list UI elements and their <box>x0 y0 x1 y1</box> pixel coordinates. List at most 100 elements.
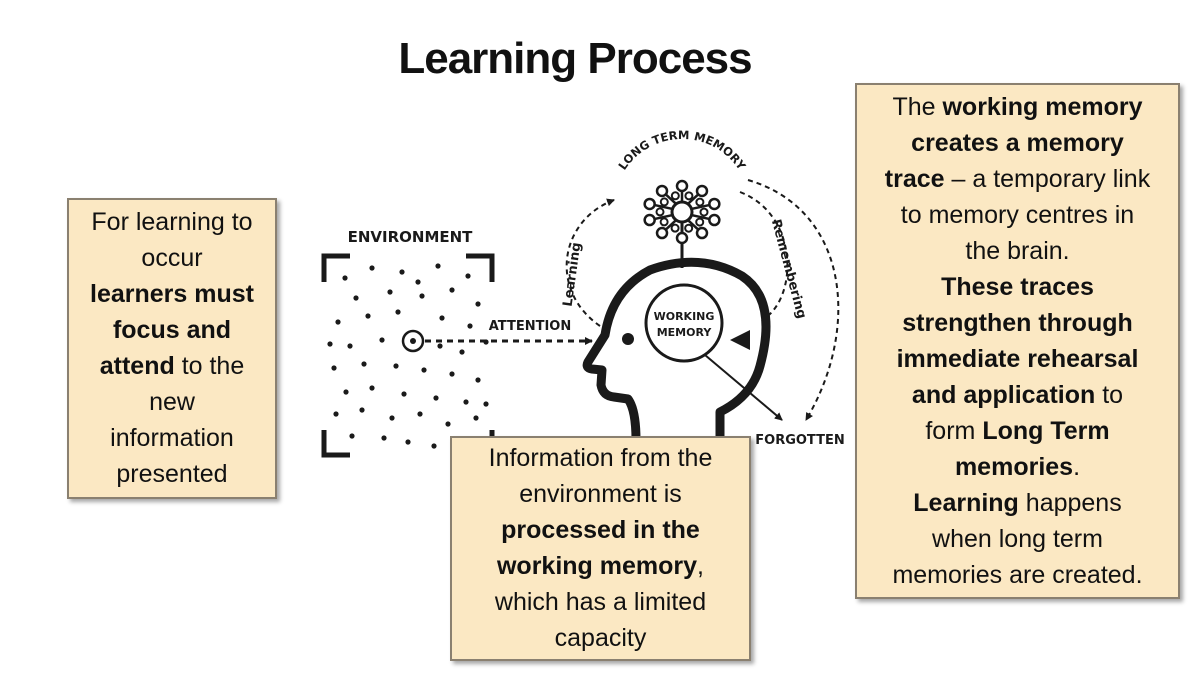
mid-line-5: which has a limited <box>494 588 707 616</box>
environment-dot <box>359 407 365 413</box>
right-line-4: to memory centres in <box>900 201 1135 229</box>
wm-forgotten-arrow <box>704 354 783 421</box>
ltm-forgotten-arrow <box>747 179 840 421</box>
right-line-11: memories. <box>954 453 1081 481</box>
left-line-2: occur <box>141 244 203 272</box>
left-line-6: new <box>149 388 195 416</box>
attention-target-icon <box>401 329 425 353</box>
environment-dot <box>463 399 469 405</box>
forgotten-label: FORGOTTEN <box>755 433 844 448</box>
environment-dot <box>399 269 405 275</box>
environment-dots <box>327 263 489 449</box>
environment-dot <box>389 415 395 421</box>
environment-dot <box>353 295 359 301</box>
environment-dot <box>431 443 437 449</box>
environment-dot <box>475 377 481 383</box>
neuron-node <box>655 207 665 217</box>
neuron-node <box>643 213 656 227</box>
environment-dot <box>437 343 443 349</box>
long-term-memory-icon <box>643 179 721 245</box>
environment-label: ENVIRONMENT <box>348 228 474 246</box>
neuron-node <box>675 231 689 245</box>
mid-line-2: environment is <box>519 480 682 508</box>
neuron-node <box>695 217 705 227</box>
environment-dot <box>369 265 375 271</box>
neuron-node <box>695 184 709 198</box>
left-line-5: attend to the <box>99 352 245 380</box>
neuron-node <box>670 223 680 233</box>
environment-dot <box>369 385 375 391</box>
environment-dot <box>405 439 411 445</box>
neuron-core <box>670 200 694 224</box>
right-line-10: form Long Term <box>925 417 1110 445</box>
environment-dot <box>439 315 445 321</box>
environment-dot <box>379 337 385 343</box>
neuron-node <box>708 197 721 211</box>
environment-dot <box>421 367 427 373</box>
environment-dot <box>417 411 423 417</box>
environment-dot <box>475 301 481 307</box>
working-memory-label-2: MEMORY <box>657 326 713 339</box>
remembering-label: Remembering <box>768 218 809 321</box>
environment-dot <box>435 263 441 269</box>
neuron-node <box>670 191 680 201</box>
working-memory-node: WORKING MEMORY <box>644 283 724 363</box>
head-silhouette <box>582 257 771 445</box>
attention-label: ATTENTION <box>489 319 571 334</box>
mid-line-4: working memory, <box>496 552 704 580</box>
neuron-node <box>655 184 669 198</box>
right-line-13: when long term <box>932 525 1103 553</box>
left-line-1: For learning to <box>91 208 253 236</box>
left-line-3: learners must <box>90 280 254 308</box>
environment-dot <box>459 349 465 355</box>
environment-dot <box>433 395 439 401</box>
environment-dot <box>473 415 479 421</box>
long-term-memory-label: LONG TERM MEMORY <box>615 128 749 173</box>
environment-dot <box>393 363 399 369</box>
mid-line-1: Information from the <box>488 444 713 472</box>
mid-line-3: processed in the <box>501 516 700 544</box>
right-line-5: the brain. <box>965 237 1070 265</box>
neuron-node <box>659 217 669 227</box>
environment-dot <box>483 401 489 407</box>
environment-dot <box>342 275 348 281</box>
right-line-3: trace – a temporary link <box>884 165 1151 193</box>
environment-dot <box>331 365 337 371</box>
environment-dot <box>395 309 401 315</box>
environment-dot <box>361 361 367 367</box>
left-line-4: focus and <box>112 316 232 344</box>
environment-dot <box>347 343 353 349</box>
right-line-2: creates a memory <box>911 129 1124 157</box>
learner-focus-box: For learning to occur learners must focu… <box>67 198 277 499</box>
eye-icon <box>622 333 634 345</box>
working-memory-label-1: WORKING <box>654 310 715 323</box>
neuron-node <box>695 226 709 240</box>
learning-label: Learning <box>561 242 585 308</box>
environment-dot <box>381 435 387 441</box>
environment-dot <box>333 411 339 417</box>
right-line-12: Learning happens <box>913 489 1122 517</box>
right-line-6: These traces <box>941 273 1094 301</box>
neuron-node <box>655 226 669 240</box>
right-line-14: memories are created. <box>892 561 1143 589</box>
environment-dot <box>335 319 341 325</box>
neuron-node <box>675 179 689 193</box>
environment-frame <box>321 253 495 458</box>
neuron-node <box>699 207 709 217</box>
neuron-node <box>695 197 705 207</box>
environment-dot <box>449 371 455 377</box>
environment-dot <box>449 287 455 293</box>
neuron-node <box>659 197 669 207</box>
neuron-node <box>684 191 694 201</box>
right-line-1: The working memory <box>892 93 1143 121</box>
environment-dot <box>401 391 407 397</box>
mid-line-6: capacity <box>554 624 647 652</box>
environment-dot <box>349 433 355 439</box>
left-line-7: information <box>110 424 234 452</box>
environment-dot <box>343 389 349 395</box>
environment-dot <box>445 421 451 427</box>
learning-arrow <box>565 198 615 327</box>
right-line-9: and application to <box>911 381 1124 409</box>
environment-dot <box>415 279 421 285</box>
